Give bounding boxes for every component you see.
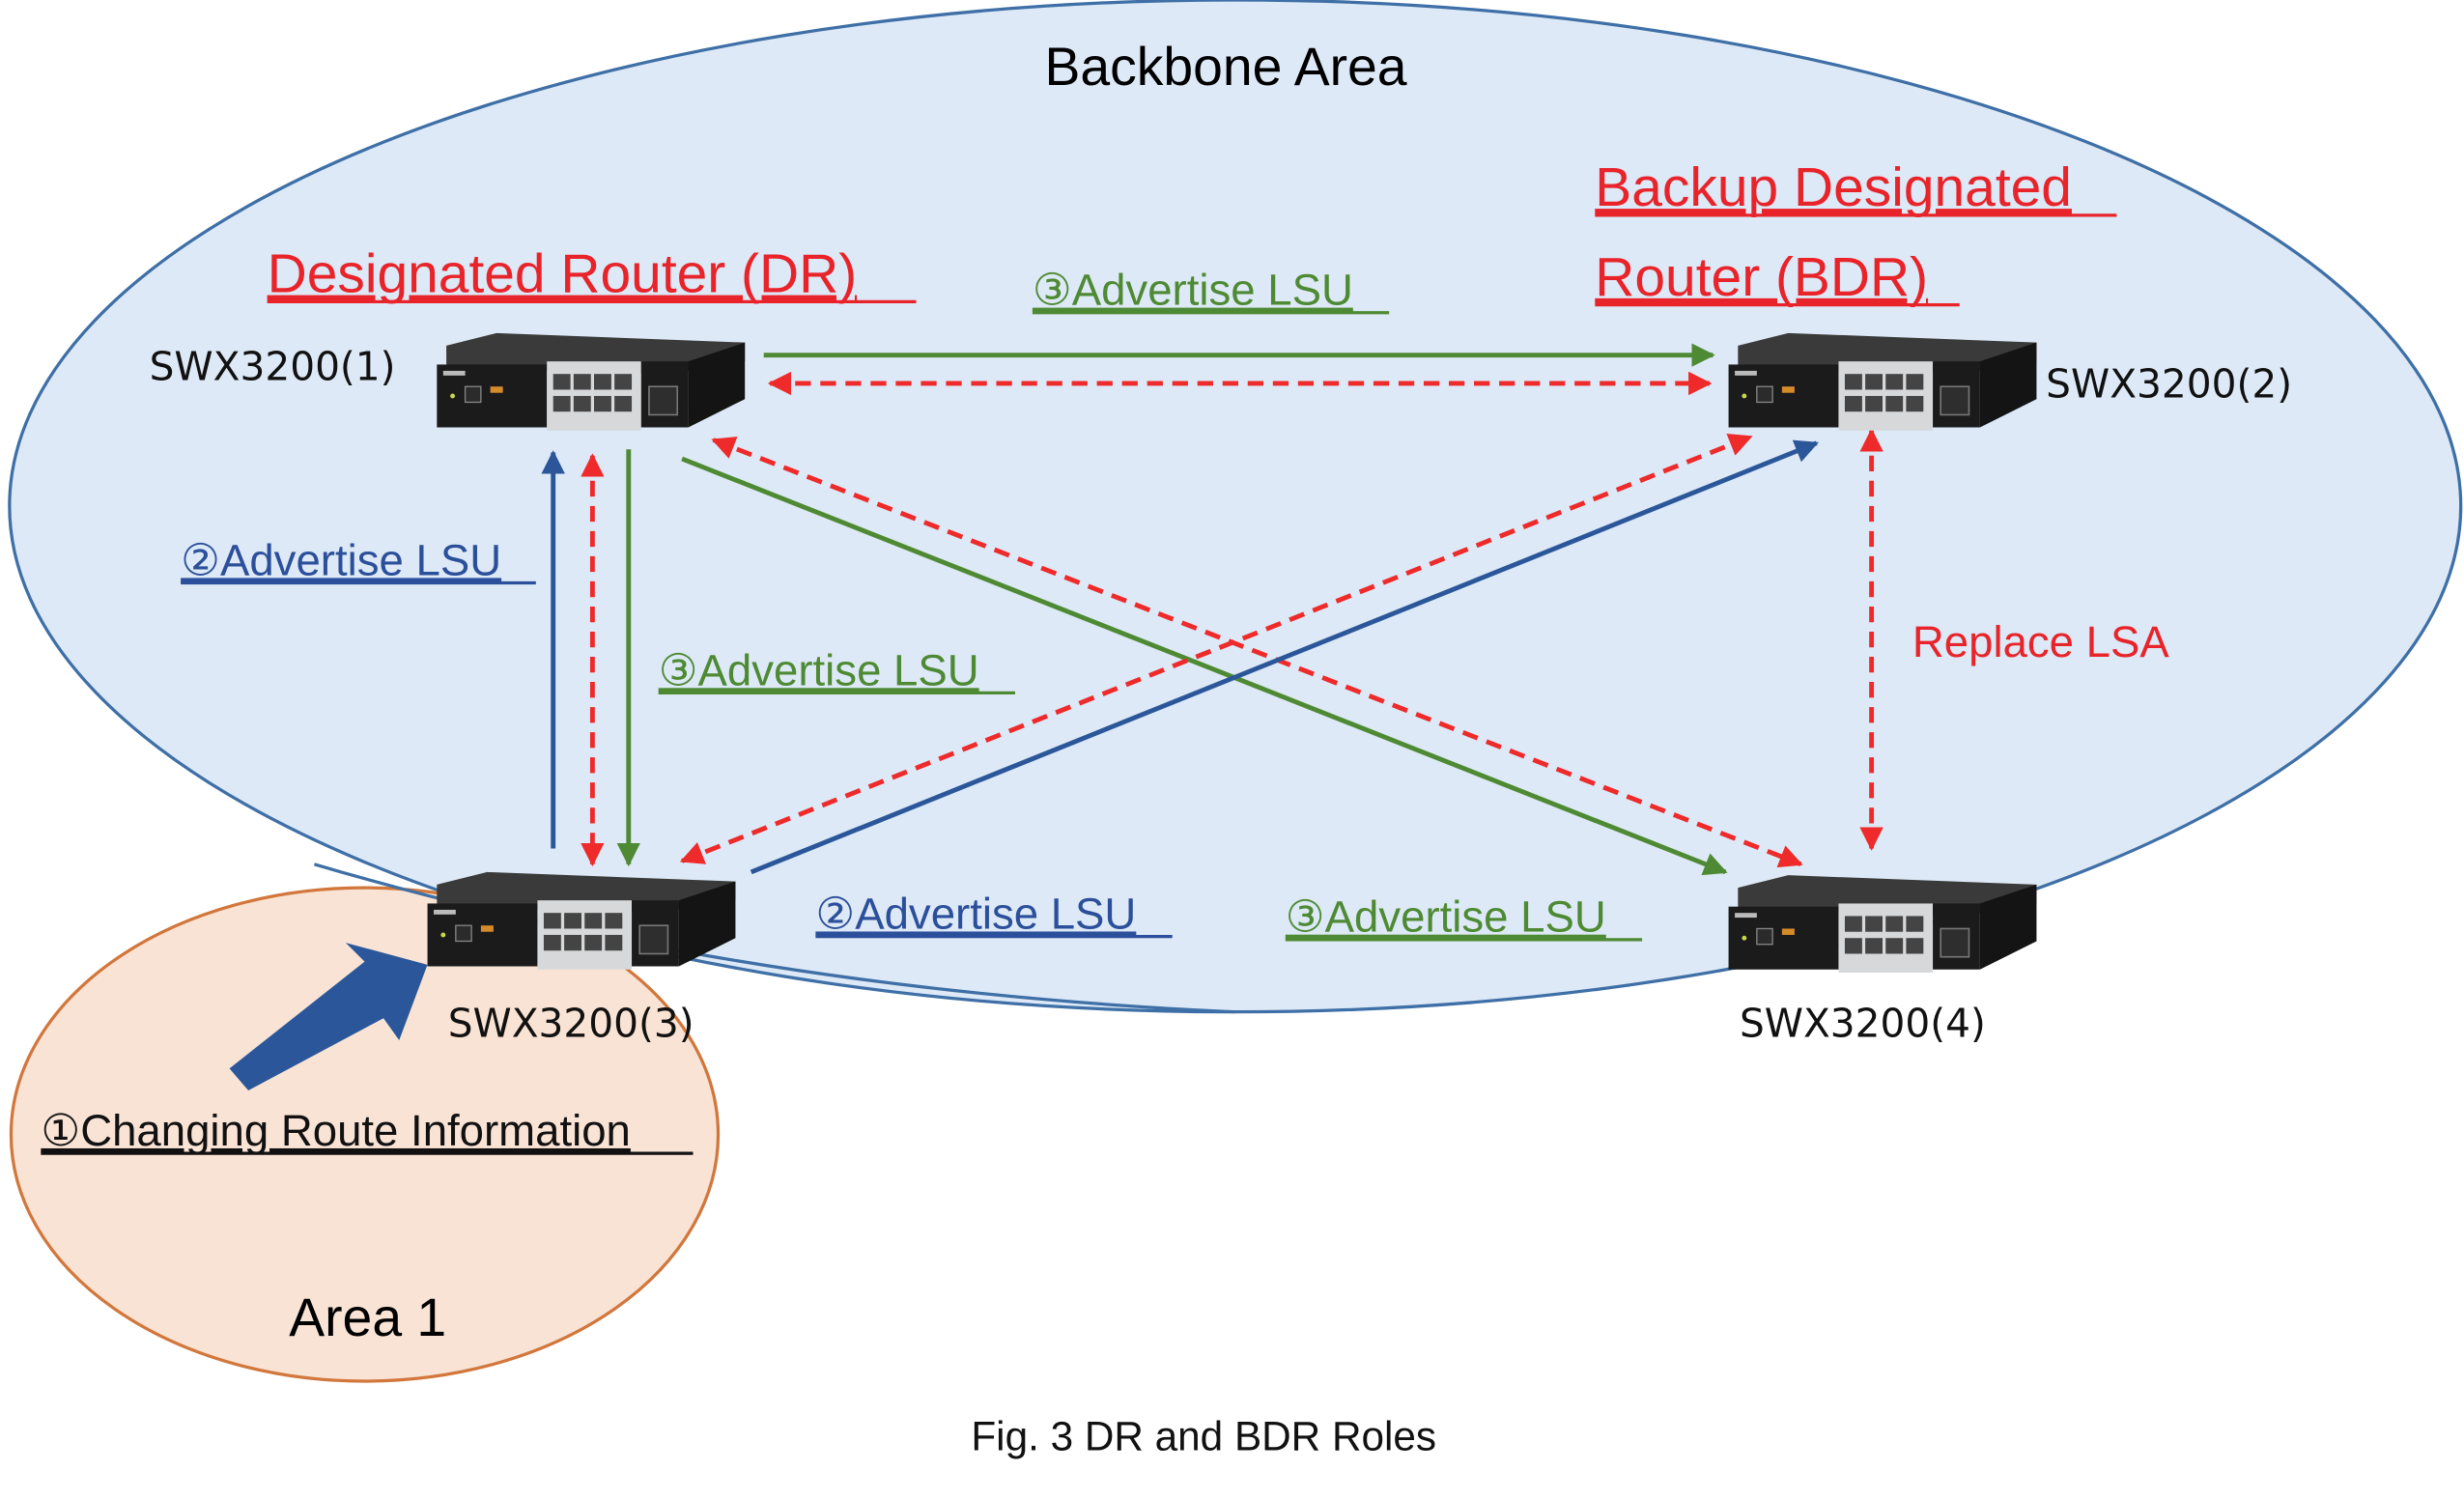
role-label-bdr-line2: Router (BDR) bbox=[1595, 246, 1928, 308]
switch-label-sw2: SWX3200(2) bbox=[2046, 361, 2292, 408]
switch-label-sw3: SWX3200(3) bbox=[448, 1001, 694, 1047]
switch-label-sw4: SWX3200(4) bbox=[1740, 1001, 1986, 1047]
switch-sw1[interactable] bbox=[436, 332, 746, 432]
role-label-dr: Designated Router (DR) bbox=[268, 243, 858, 305]
switch-sw4[interactable] bbox=[1727, 874, 2038, 974]
backbone-area bbox=[8, 0, 2462, 1014]
edge-sw2-sw3-replace bbox=[679, 434, 1753, 864]
step1-label: ①Changing Route Information bbox=[41, 1106, 631, 1155]
step3-label-mid: ③Advertise LSU bbox=[659, 645, 979, 694]
switch-label-sw1: SWX3200(1) bbox=[150, 344, 396, 390]
step3-label-top: ③Advertise LSU bbox=[1033, 266, 1353, 315]
role-label-bdr-line1: Backup Designated bbox=[1595, 156, 2072, 218]
step3-label-bottom: ③Advertise LSU bbox=[1286, 892, 1606, 942]
figure-caption: Fig. 3 DR and BDR Roles bbox=[971, 1414, 1436, 1459]
switch-sw2[interactable] bbox=[1727, 332, 2038, 432]
step1-arrow-icon bbox=[229, 943, 428, 1091]
area1-label: Area 1 bbox=[289, 1287, 446, 1347]
edge-sw3-sw2-step2 bbox=[750, 439, 1819, 875]
area1 bbox=[9, 886, 721, 1383]
step2-label-left: ②Advertise LSU bbox=[181, 535, 501, 584]
replace-lsa-label: Replace LSA bbox=[1912, 617, 2169, 666]
step2-label-bottom: ②Advertise LSU bbox=[815, 889, 1136, 938]
backbone-area-label: Backbone Area bbox=[1044, 37, 1406, 97]
switch-sw3[interactable] bbox=[426, 871, 737, 971]
